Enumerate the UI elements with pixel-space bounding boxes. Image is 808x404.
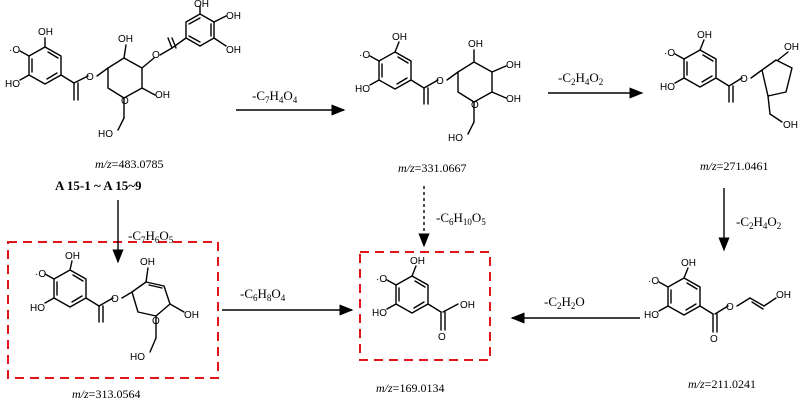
atom-o-radical: ·O: [359, 50, 370, 61]
atom-oh: OH: [697, 30, 712, 41]
atom-oh: OH: [468, 39, 483, 50]
atom-ho: HO: [130, 352, 145, 363]
atom-ho: HO: [372, 308, 387, 319]
atom-oh: OH: [226, 11, 241, 22]
loss-label-6: -C6H10O5: [436, 210, 486, 227]
loss-label-2: -C2H4O2: [558, 70, 603, 87]
loss-label-4: -C7H6O5: [128, 228, 174, 245]
atom-ho: HO: [355, 84, 370, 95]
atom-oh: OH: [38, 27, 53, 38]
compound-313: OH ·O HO O OH OH O HO m/z=313.0564: [30, 251, 199, 401]
compound-211: OH ·O HO O O OH m/z=211.0241: [644, 258, 791, 391]
atom-o-radical: ·O: [35, 269, 46, 280]
atom-oh: OH: [784, 42, 799, 53]
compound-483: OH ·O HO O OH O OH O HO OH OH OH m/z=483…: [5, 0, 241, 193]
atom-oh: OH: [783, 120, 798, 131]
atom-oh: OH: [392, 32, 407, 43]
atom-o-radical: ·O: [664, 48, 675, 59]
loss-label-1: -C7H4O4: [252, 88, 298, 105]
atom-oh: OH: [118, 34, 133, 45]
loss-label-5: -C6H8O4: [240, 286, 286, 303]
atom-o: O: [111, 294, 119, 305]
atom-oh: OH: [410, 256, 425, 267]
atom-o-radical: ·O: [376, 274, 387, 285]
atom-oh: OH: [506, 94, 521, 105]
atom-o: O: [710, 334, 718, 345]
atom-oh: OH: [140, 257, 155, 268]
atom-oh: OH: [184, 310, 199, 321]
atom-oh: OH: [194, 0, 209, 10]
atom-ho: HO: [660, 82, 675, 93]
atom-ho: HO: [5, 79, 20, 90]
mz-label-313: m/z=313.0564: [72, 387, 140, 401]
atom-oh: OH: [506, 60, 521, 71]
mz-label-271: m/z=271.0461: [700, 159, 768, 173]
atom-o: O: [86, 72, 94, 83]
atom-oh: OH: [460, 300, 475, 311]
atom-oh: OH: [226, 45, 241, 56]
atom-oh: OH: [155, 90, 170, 101]
highlight-box-313: [7, 241, 219, 379]
atom-o: O: [726, 302, 734, 313]
atom-o: O: [121, 96, 129, 107]
compound-331: OH ·O HO O OH OH OH O HO m/z=331.0667: [355, 32, 521, 175]
compound-caption: A 15-1 ~ A 15~9: [55, 178, 142, 193]
atom-ho: HO: [644, 310, 659, 321]
atom-ho: HO: [98, 129, 113, 140]
atom-o-radical: ·O: [9, 45, 20, 56]
atom-ho: HO: [30, 303, 45, 314]
atom-ho: HO: [448, 133, 463, 144]
atom-o: O: [438, 332, 446, 343]
atom-o: O: [436, 76, 444, 87]
compound-271: OH ·O HO O OH OH m/z=271.0461: [660, 30, 799, 173]
mz-label-483: m/z=483.0785: [95, 157, 163, 171]
atom-o: O: [471, 100, 479, 111]
atom-o: O: [740, 74, 748, 85]
mz-label-331: m/z=331.0667: [398, 161, 466, 175]
mz-label-169: m/z=169.0134: [376, 381, 444, 395]
atom-o: O: [152, 316, 160, 327]
loss-label-3: -C2H4O2: [736, 214, 781, 231]
highlight-box-169: [359, 251, 491, 361]
atom-oh: OH: [776, 290, 791, 301]
atom-o-radical: ·O: [648, 276, 659, 287]
atom-oh: OH: [681, 258, 696, 269]
atom-oh: OH: [65, 251, 80, 262]
compound-169: OH ·O HO O OH m/z=169.0134: [372, 256, 475, 395]
atom-o: O: [152, 50, 160, 61]
mz-label-211: m/z=211.0241: [688, 377, 756, 391]
loss-label-7: -C2H2O: [544, 294, 585, 311]
